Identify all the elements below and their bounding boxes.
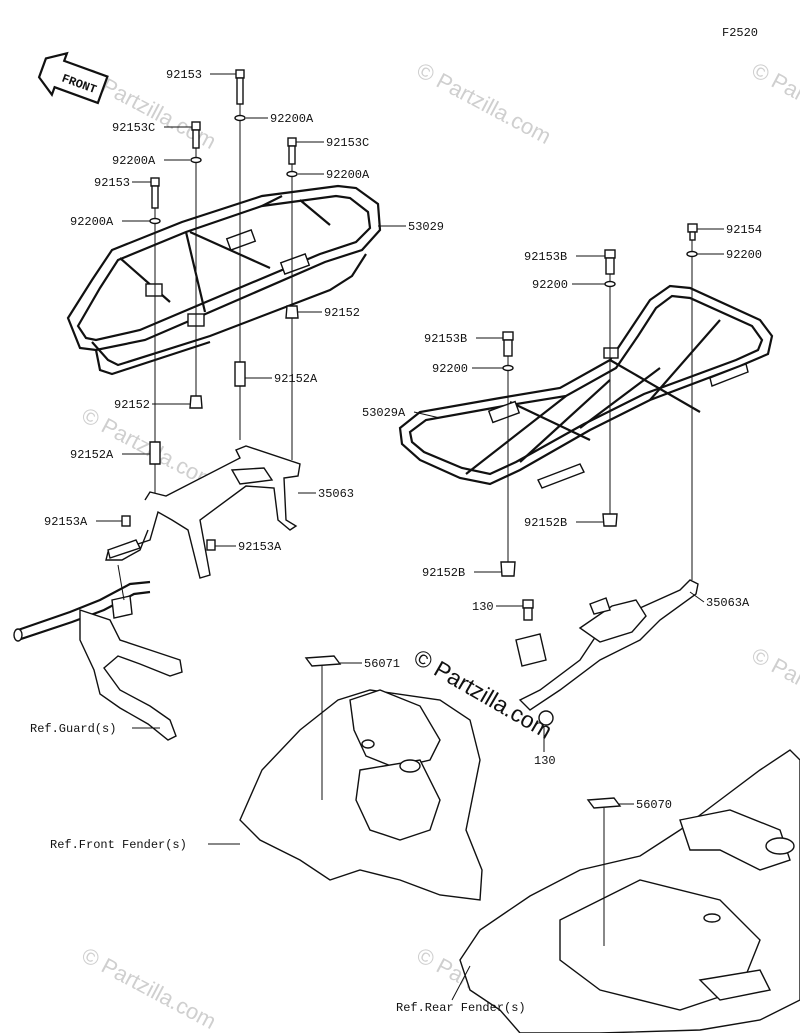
label-92153c: 92153C <box>326 136 369 150</box>
label-92200a: 92200A <box>112 154 156 168</box>
label-92200a: 92200A <box>70 215 114 229</box>
label-92200: 92200 <box>532 278 568 292</box>
label-53029: 53029 <box>408 220 444 234</box>
label-130: 130 <box>472 600 494 614</box>
figure-code: F2520 <box>722 26 758 40</box>
label-92200a: 92200A <box>326 168 370 182</box>
label-ref-front-fender: Ref.Front Fender(s) <box>50 838 187 852</box>
sticker-56071 <box>304 655 342 800</box>
front-carrier-53029 <box>66 184 382 376</box>
right-fasteners <box>500 223 698 577</box>
label-92152b: 92152B <box>422 566 465 580</box>
label-92152: 92152 <box>324 306 360 320</box>
label-ref-guard: Ref.Guard(s) <box>30 722 116 736</box>
watermark: © Partzilla.com <box>748 57 800 149</box>
front-arrow-icon: FRONT <box>37 51 109 105</box>
watermark: © Partzilla.com <box>413 57 556 149</box>
label-35063: 35063 <box>318 487 354 501</box>
label-92154: 92154 <box>726 223 762 237</box>
label-92153: 92153 <box>94 176 130 190</box>
label-92152a: 92152A <box>70 448 114 462</box>
label-92152a: 92152A <box>274 372 318 386</box>
bracket-35063a <box>515 579 699 711</box>
label-92153a: 92153A <box>44 515 88 529</box>
label-53029a: 53029A <box>362 406 406 420</box>
label-92153c: 92153C <box>112 121 155 135</box>
sticker-56070 <box>586 797 622 946</box>
front-guard <box>13 564 183 741</box>
callouts: 92153 92200A 92153C 92153C 92200A 92200A… <box>30 68 762 1015</box>
fasteners-92153a <box>121 515 216 551</box>
leader-lines-right <box>507 236 693 580</box>
label-35063a: 35063A <box>706 596 750 610</box>
label-56071: 56071 <box>364 657 400 671</box>
watermark: © Partzilla.com <box>78 942 221 1033</box>
front-fender <box>239 689 483 901</box>
label-92153b: 92153B <box>424 332 467 346</box>
fasteners-130 <box>522 599 554 726</box>
watermark: © Partzilla.com <box>748 642 800 734</box>
label-92152: 92152 <box>114 398 150 412</box>
label-92200a: 92200A <box>270 112 314 126</box>
label-92153b: 92153B <box>524 250 567 264</box>
label-92153a: 92153A <box>238 540 282 554</box>
label-130: 130 <box>534 754 556 768</box>
bracket-35063 <box>105 445 301 579</box>
label-92153: 92153 <box>166 68 202 82</box>
rear-fender <box>459 749 800 1033</box>
label-92200: 92200 <box>432 362 468 376</box>
rear-carrier-53029a <box>398 284 774 489</box>
label-ref-rear-fender: Ref.Rear Fender(s) <box>396 1001 526 1015</box>
label-56070: 56070 <box>636 798 672 812</box>
label-92152b: 92152B <box>524 516 567 530</box>
label-92200: 92200 <box>726 248 762 262</box>
